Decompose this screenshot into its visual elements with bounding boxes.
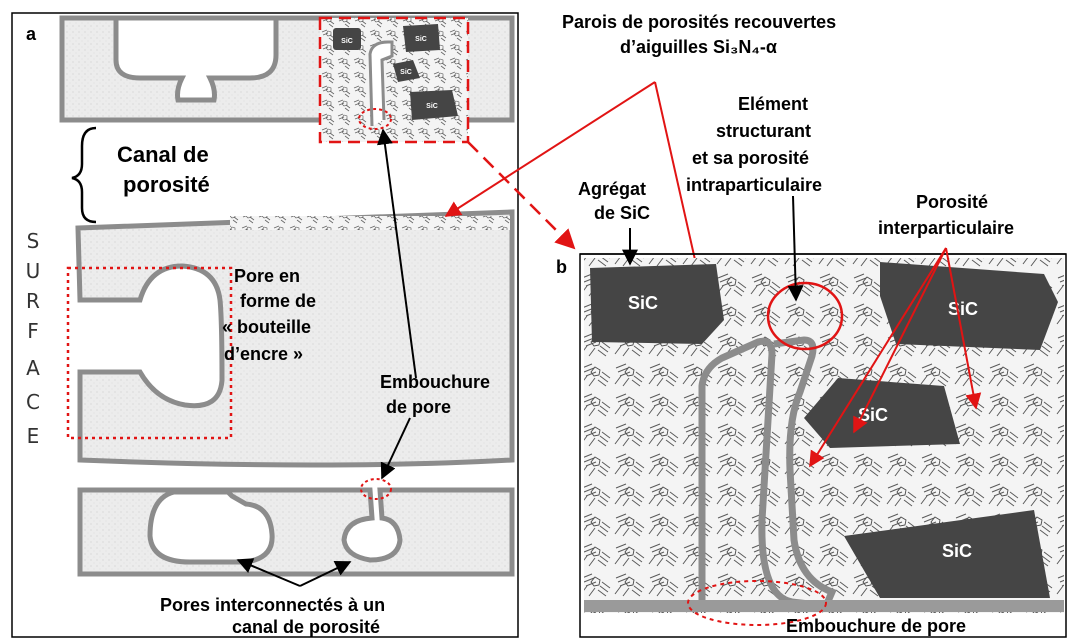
- embouchure-a-line2: de pore: [386, 397, 451, 417]
- arrow-parois-to-strip: [444, 81, 656, 217]
- parois-label-line2: d’aiguilles Si₃N₄-α: [620, 37, 777, 57]
- arrow-inter-3: [945, 247, 982, 410]
- bottom-slab: [77, 487, 515, 577]
- top-pore-bottle: [113, 15, 279, 103]
- embouchure-a-line1: Embouchure: [380, 372, 490, 392]
- panel-b: SiC SiC SiC SiC b Agrégat de SiC Elément…: [556, 94, 1067, 638]
- agregat-label-line2: de SiC: [594, 203, 650, 223]
- mouth-ellipse-a: [360, 478, 392, 500]
- canal-brace: [71, 126, 97, 224]
- pores-label-line2: canal de porosité: [232, 617, 380, 637]
- mouth-ellipse-b: [687, 580, 827, 626]
- zoom-channel: [368, 40, 394, 127]
- sic-label-zoom-3: SiC: [400, 69, 412, 76]
- surface-letter-f: F: [27, 319, 39, 343]
- ink-bottle-box: [66, 266, 233, 440]
- needle-wall-strip: [230, 216, 510, 230]
- sic-label-b-1: SiC: [628, 293, 658, 313]
- arrow-pores-right: [299, 561, 352, 587]
- sic-grain-1: [590, 264, 724, 344]
- surface-letter-c: C: [26, 390, 40, 414]
- pore-label-line2: forme de: [240, 291, 316, 311]
- zoom-dashed-connector: [467, 141, 576, 250]
- surface-vertical-label: S U R F A C E: [26, 229, 41, 448]
- surface-letter-r: R: [26, 289, 40, 313]
- panel-a: SiC SiC SiC SiC a Canal de porosité S U …: [11, 12, 519, 638]
- embouchure-b-label: Embouchure de pore: [786, 616, 966, 636]
- arrow-element: [787, 195, 804, 302]
- pore-label-line1: Pore en: [234, 266, 300, 286]
- parois-label-line1: Parois de porosités recouvertes: [562, 12, 836, 32]
- porosite-inter-line1: Porosité: [916, 192, 988, 212]
- sic-label-b-4: SiC: [942, 541, 972, 561]
- arrow-pores-left: [236, 558, 301, 587]
- sic-grain-3: [804, 378, 960, 448]
- sic-label-zoom-2: SiC: [415, 36, 427, 43]
- sic-label-b-2: SiC: [948, 299, 978, 319]
- sic-grain-4: [844, 510, 1050, 598]
- element-label-line4: intraparticulaire: [686, 175, 822, 195]
- surface-letter-e: E: [27, 424, 40, 448]
- surface-letter-s: S: [27, 229, 40, 253]
- panel-b-letter: b: [556, 257, 567, 277]
- bottom-wall-b: [584, 600, 1064, 612]
- element-label-line3: et sa porosité: [692, 148, 809, 168]
- pore-label-line4: d’encre »: [224, 344, 303, 364]
- sic-label-zoom-4: SiC: [426, 103, 438, 110]
- canal-label-line2: porosité: [123, 172, 210, 197]
- zoom-sic-grains: SiC SiC SiC SiC: [333, 24, 458, 120]
- panel-a-letter: a: [26, 24, 37, 44]
- arrow-mouth-bottom-to-top: [376, 128, 417, 379]
- element-circle: [766, 281, 844, 351]
- porosite-inter-line2: interparticulaire: [878, 218, 1014, 238]
- pores-label-line1: Pores interconnectés à un: [160, 595, 385, 615]
- middle-slab: [75, 209, 515, 468]
- arrow-inter-1: [853, 247, 947, 434]
- surface-letter-u: U: [26, 259, 41, 283]
- surface-letter-a: A: [26, 356, 40, 380]
- arrow-mouth-to-bottom: [380, 417, 411, 480]
- zoom-mouth-ellipse: [358, 108, 392, 130]
- arrow-inter-2: [809, 247, 947, 468]
- canal-label-line1: Canal de: [117, 142, 209, 167]
- sic-label-zoom-1: SiC: [341, 38, 353, 45]
- pore-label-line3: « bouteille: [222, 317, 311, 337]
- agregat-label-line1: Agrégat: [578, 179, 646, 199]
- element-label-line2: structurant: [716, 121, 811, 141]
- element-label-line1: Elément: [738, 94, 808, 114]
- panel-b-frame: [579, 253, 1067, 638]
